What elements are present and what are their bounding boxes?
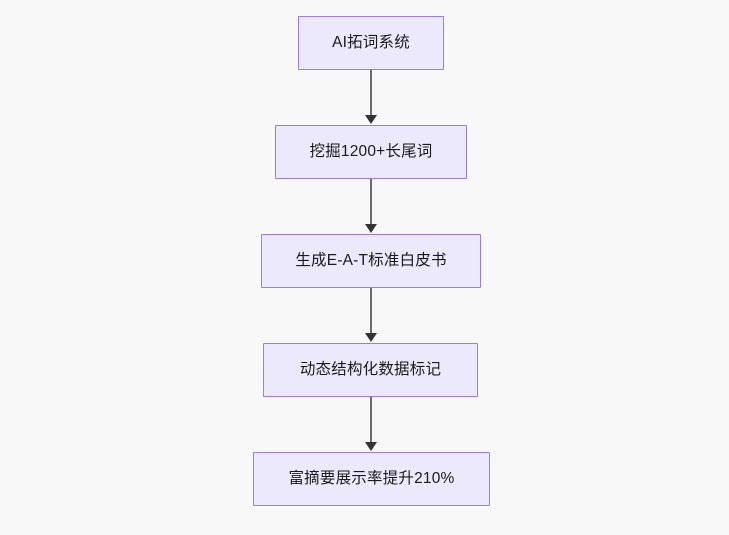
flowchart-node-n2[interactable]: 挖掘1200+长尾词 — [275, 125, 467, 179]
flowchart-edge-n2-n3 — [370, 179, 372, 226]
flowchart-node-n5[interactable]: 富摘要展示率提升210% — [253, 452, 490, 506]
flowchart-node-n1[interactable]: AI拓词系统 — [298, 16, 444, 70]
arrow-down-icon — [365, 333, 377, 342]
flowchart-node-label: 挖掘1200+长尾词 — [309, 143, 433, 161]
flowchart-node-label: AI拓词系统 — [332, 34, 410, 52]
flowchart-node-label: 动态结构化数据标记 — [299, 361, 442, 379]
arrow-down-icon — [365, 224, 377, 233]
arrow-down-icon — [365, 442, 377, 451]
arrow-down-icon — [365, 115, 377, 124]
flowchart-node-n3[interactable]: 生成E-A-T标准白皮书 — [261, 234, 481, 288]
flowchart-node-label: 富摘要展示率提升210% — [288, 470, 455, 488]
flowchart-edge-n1-n2 — [370, 70, 372, 117]
flowchart-node-label: 生成E-A-T标准白皮书 — [295, 252, 447, 270]
flowchart-edge-n4-n5 — [370, 397, 372, 444]
flowchart-node-n4[interactable]: 动态结构化数据标记 — [263, 343, 478, 397]
flowchart-edge-n3-n4 — [370, 288, 372, 335]
